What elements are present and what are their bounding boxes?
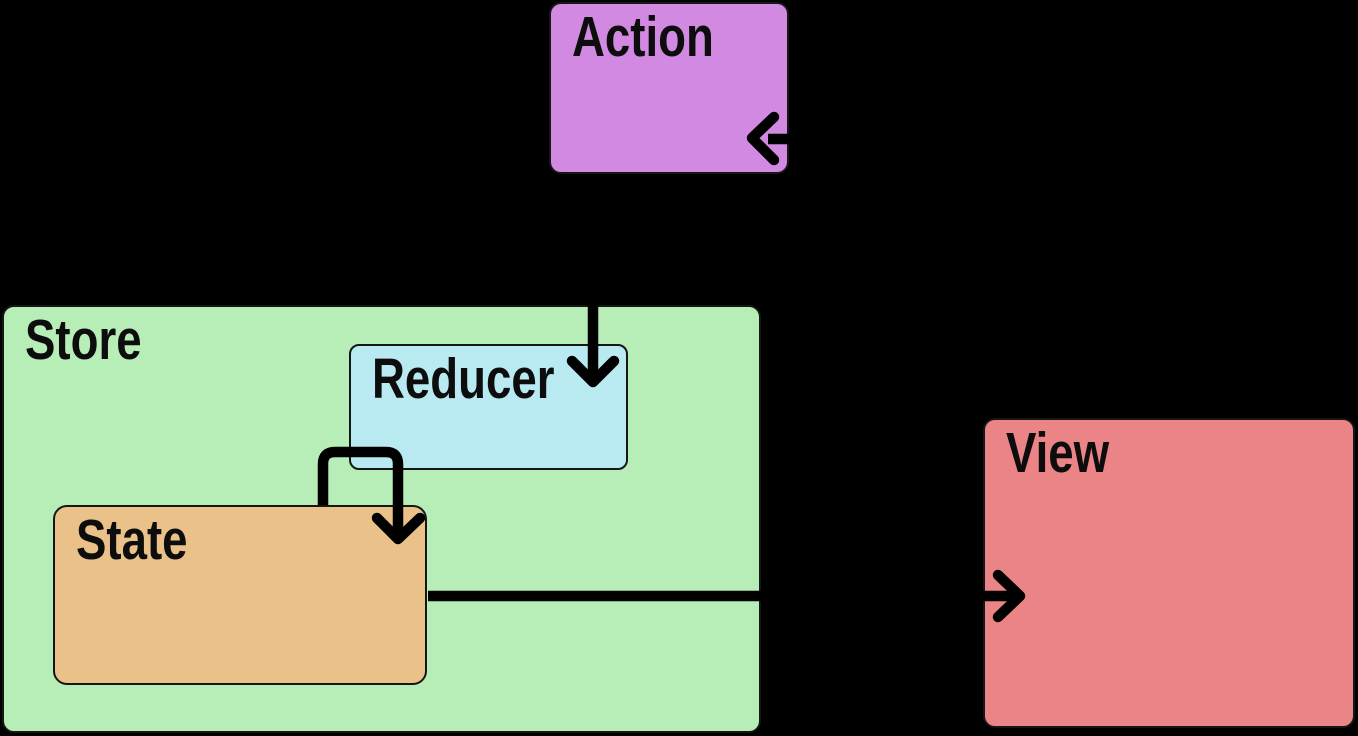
node-store-label: Store [25, 308, 142, 372]
node-reducer: Reducer [349, 344, 628, 470]
node-state-label: State [76, 508, 188, 572]
node-state: State [53, 505, 427, 685]
node-reducer-label: Reducer [372, 347, 555, 411]
node-view-label: View [1006, 421, 1110, 485]
node-view: View [983, 418, 1355, 728]
arrow-view-to-action-shaft [768, 133, 1096, 418]
node-action-label: Action [572, 5, 714, 69]
arrow-view-to-action [746, 111, 1096, 418]
node-action: Action [549, 2, 789, 174]
